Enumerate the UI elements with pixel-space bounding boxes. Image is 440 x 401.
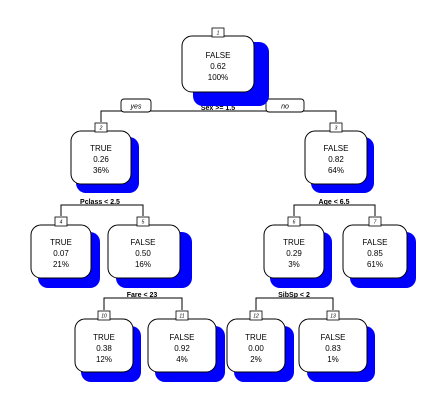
node-number: 12: [253, 314, 259, 320]
tree-node-1: 1 FALSE 0.62 100%: [181, 27, 269, 106]
node-class: FALSE: [170, 333, 195, 342]
branch-label-no: no: [265, 98, 305, 113]
node-pct: 2%: [250, 355, 262, 364]
node-class: FALSE: [363, 238, 388, 247]
edge-n2-right: [101, 204, 144, 216]
tree-node-2: 2 TRUE 0.26 36%: [70, 122, 139, 193]
node-number: 13: [330, 314, 336, 320]
node-number: 2: [99, 126, 103, 132]
node-class: TRUE: [245, 333, 267, 342]
node-number-tag: [287, 216, 301, 227]
node-number-tag: [175, 310, 189, 321]
node-number: 7: [374, 220, 377, 226]
node-number-tag: [94, 122, 108, 133]
branch-label-yes-text: yes: [130, 104, 142, 111]
node-class: FALSE: [324, 144, 349, 153]
node-number-tag: [249, 310, 263, 321]
node-number-tag: [329, 122, 343, 133]
node-prob: 0.83: [325, 344, 341, 353]
node-number: 6: [293, 220, 296, 226]
node-pct: 100%: [208, 73, 228, 82]
split-label-n3: Age < 6.5: [319, 199, 350, 206]
edge-n5-left: [103, 297, 143, 310]
node-class: FALSE: [131, 238, 156, 247]
node-class: TRUE: [50, 238, 72, 247]
edge-n6-right: [294, 297, 334, 310]
node-prob: 0.29: [286, 249, 302, 258]
node-class: TRUE: [93, 333, 115, 342]
node-number-tag: [368, 216, 382, 227]
edge-n5-right: [143, 297, 183, 310]
node-pct: 36%: [93, 166, 109, 175]
node-number: 3: [335, 126, 338, 132]
tree-node-4: 4 TRUE 0.07 21%: [30, 216, 100, 288]
tree-node-5: 5 FALSE 0.50 16%: [107, 216, 192, 288]
node-number: 10: [101, 314, 107, 320]
node-number: 4: [60, 220, 63, 226]
tree-node-12: 12 TRUE 0.00 2%: [226, 310, 294, 382]
node-pct: 1%: [327, 355, 339, 364]
node-pct: 61%: [367, 260, 383, 269]
tree-node-6: 6 TRUE 0.29 3%: [263, 216, 332, 288]
tree-node-11: 11 FALSE 0.92 4%: [147, 310, 225, 382]
node-class: TRUE: [283, 238, 305, 247]
tree-node-3: 3 FALSE 0.82 64%: [304, 122, 374, 193]
node-prob: 0.38: [96, 344, 112, 353]
node-prob: 0.00: [248, 344, 264, 353]
node-number: 5: [142, 220, 145, 226]
branch-label-no-text: no: [281, 104, 289, 111]
split-label-root: Sex >= 1.5: [201, 105, 235, 112]
node-pct: 12%: [96, 355, 112, 364]
tree-edges: [60, 110, 376, 310]
tree-node-13: 13 FALSE 0.83 1%: [298, 310, 375, 382]
node-class: TRUE: [90, 144, 112, 153]
node-number-tag: [54, 216, 68, 227]
split-label-n5: Fare < 23: [127, 292, 158, 299]
node-class: FALSE: [206, 51, 231, 60]
node-number-tag: [136, 216, 150, 227]
node-number-tag: [97, 310, 111, 321]
edge-n3-left: [293, 204, 336, 216]
tree-node-7: 7 FALSE 0.85 61%: [342, 216, 416, 288]
node-prob: 0.07: [53, 249, 69, 258]
node-class: FALSE: [321, 333, 346, 342]
node-prob: 0.85: [367, 249, 383, 258]
node-pct: 16%: [135, 260, 151, 269]
edge-root-right: [218, 110, 337, 122]
split-label-n2: Pclass < 2.5: [80, 199, 120, 206]
node-prob: 0.92: [174, 344, 190, 353]
node-number: 1: [217, 31, 220, 37]
edge-n3-right: [336, 204, 376, 216]
node-pct: 4%: [176, 355, 188, 364]
node-number-tag: [326, 310, 340, 321]
node-prob: 0.50: [135, 249, 151, 258]
edge-n2-left: [60, 204, 101, 216]
edge-root-left: [100, 110, 218, 122]
node-pct: 64%: [328, 166, 344, 175]
split-label-n6: SibSp < 2: [278, 292, 310, 299]
node-prob: 0.62: [210, 62, 226, 71]
node-number: 11: [179, 314, 184, 320]
node-prob: 0.82: [328, 155, 344, 164]
node-pct: 21%: [53, 260, 69, 269]
edge-n6-left: [255, 297, 294, 310]
node-number-tag: [211, 27, 225, 38]
node-prob: 0.26: [93, 155, 109, 164]
tree-node-10: 10 TRUE 0.38 12%: [74, 310, 141, 382]
node-pct: 3%: [288, 260, 300, 269]
branch-label-yes: yes: [120, 98, 152, 113]
